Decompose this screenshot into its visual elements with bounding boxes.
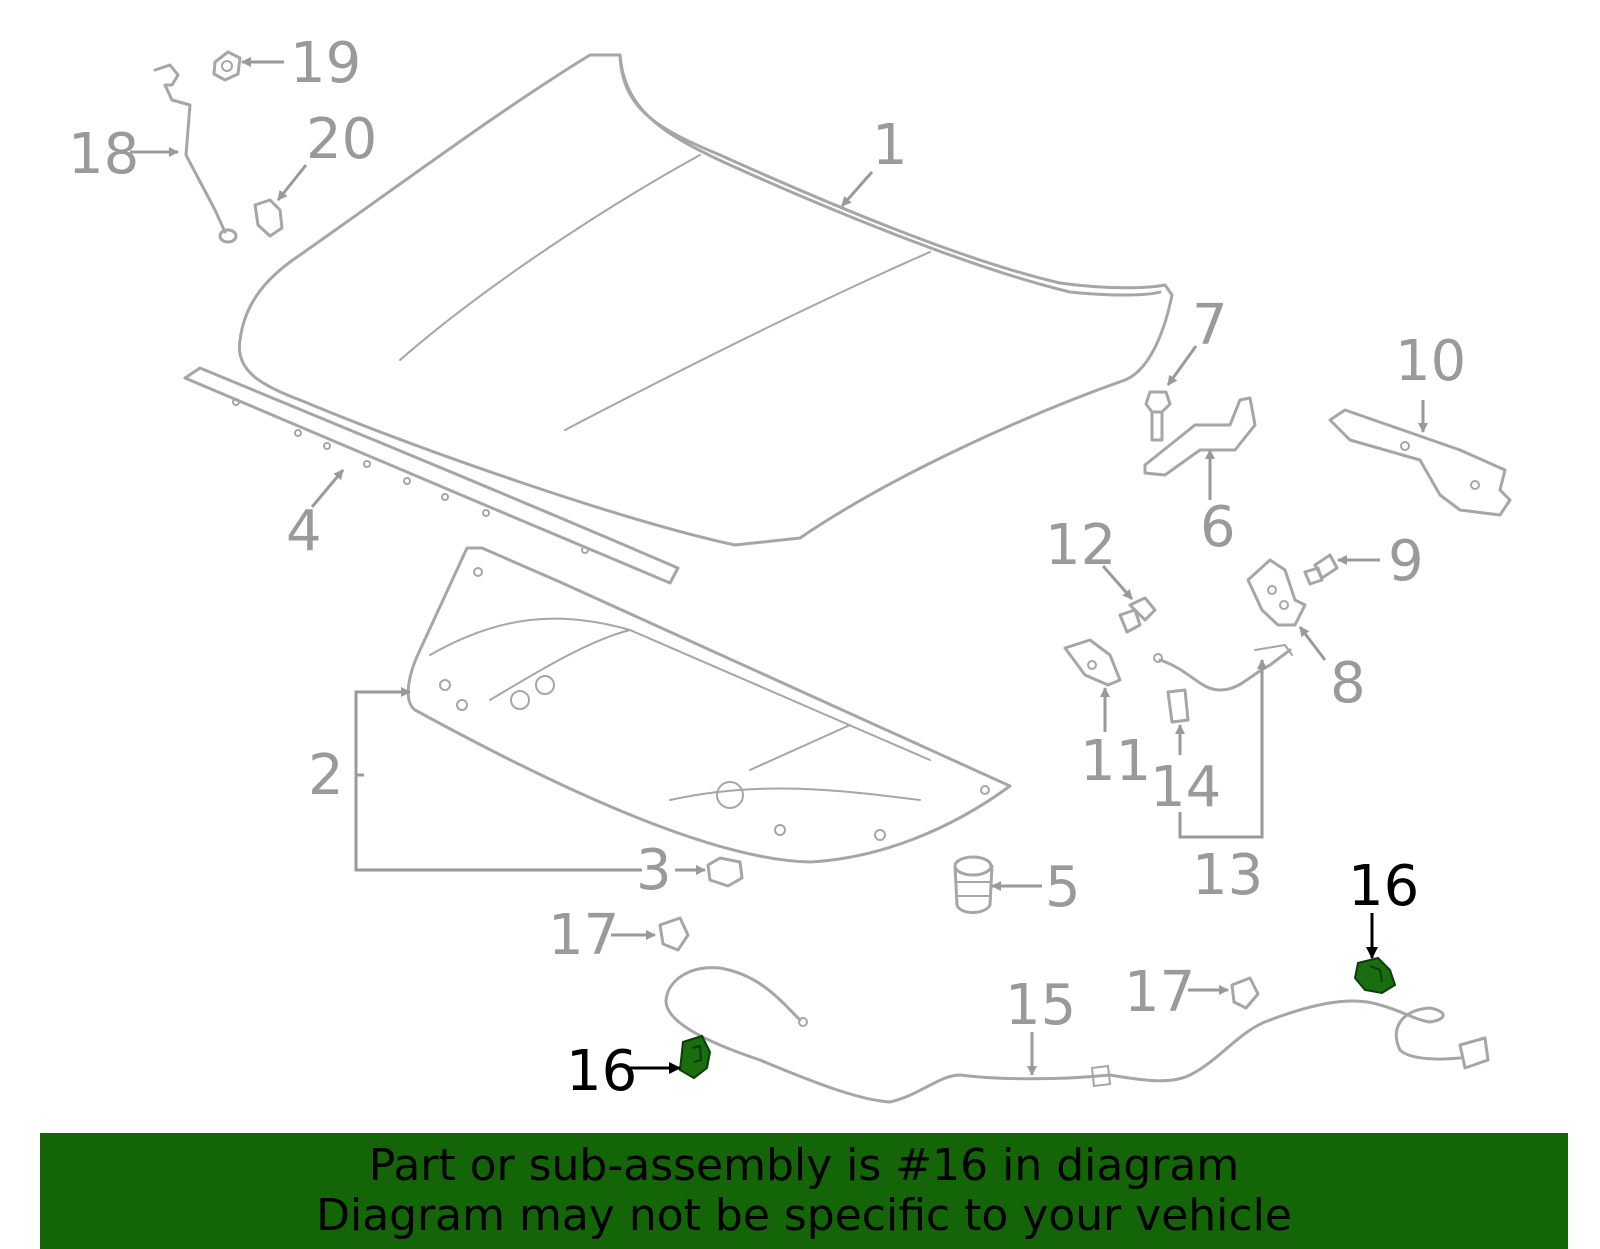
hood-weatherstrip xyxy=(183,366,680,585)
callout-7: 7 xyxy=(1192,293,1228,358)
callout-16-lower: 16 xyxy=(566,1039,637,1104)
hinge-part-6 xyxy=(1143,396,1257,477)
bolt-part-9 xyxy=(1303,553,1339,586)
callout-3: 3 xyxy=(636,838,672,903)
clip-part-17b xyxy=(1230,976,1260,1010)
support-rod-part-18 xyxy=(153,63,238,244)
clip-part-14 xyxy=(1166,688,1190,724)
highlighted-clip-16b xyxy=(1353,956,1397,995)
callout-9: 9 xyxy=(1388,529,1424,594)
callout-17-left: 17 xyxy=(548,903,619,968)
callout-15: 15 xyxy=(1005,973,1076,1038)
callout-8: 8 xyxy=(1330,651,1366,716)
bumper-part-5 xyxy=(953,855,994,914)
highlighted-clip-16a xyxy=(678,1034,712,1080)
cable-part-13 xyxy=(1153,643,1293,692)
info-banner: Part or sub-assembly is #16 in diagram D… xyxy=(40,1133,1568,1249)
clip-part-3 xyxy=(706,856,744,888)
callout-18: 18 xyxy=(68,122,139,187)
hood-panel xyxy=(237,53,1174,547)
latch-part-8 xyxy=(1246,558,1307,627)
callout-4: 4 xyxy=(286,499,322,564)
hinge-part-10 xyxy=(1328,408,1512,517)
banner-line-1: Part or sub-assembly is #16 in diagram xyxy=(368,1140,1240,1191)
bolt-part-12 xyxy=(1118,596,1157,634)
callout-16-upper: 16 xyxy=(1348,854,1419,919)
callout-10: 10 xyxy=(1395,329,1466,394)
callout-19: 19 xyxy=(290,31,361,96)
release-cable-part-15 xyxy=(664,966,1490,1104)
clip-part-20 xyxy=(253,198,284,238)
callout-14: 14 xyxy=(1150,755,1221,820)
hood-insulator xyxy=(406,546,1012,864)
callout-17-right: 17 xyxy=(1124,960,1195,1025)
callout-2: 2 xyxy=(308,743,344,808)
striker-part-11 xyxy=(1063,638,1122,687)
callout-5: 5 xyxy=(1045,855,1081,920)
callout-1: 1 xyxy=(872,113,908,178)
leader-lines xyxy=(130,57,1428,1076)
callout-20: 20 xyxy=(306,107,377,172)
callout-11: 11 xyxy=(1080,729,1151,794)
bolt-part-7 xyxy=(1144,390,1172,442)
nut-part-19 xyxy=(212,50,242,82)
banner-line-2: Diagram may not be specific to your vehi… xyxy=(316,1190,1292,1241)
callout-6: 6 xyxy=(1200,495,1236,560)
clip-part-17a xyxy=(658,916,690,952)
callout-13: 13 xyxy=(1192,843,1263,908)
callout-12: 12 xyxy=(1045,513,1116,578)
